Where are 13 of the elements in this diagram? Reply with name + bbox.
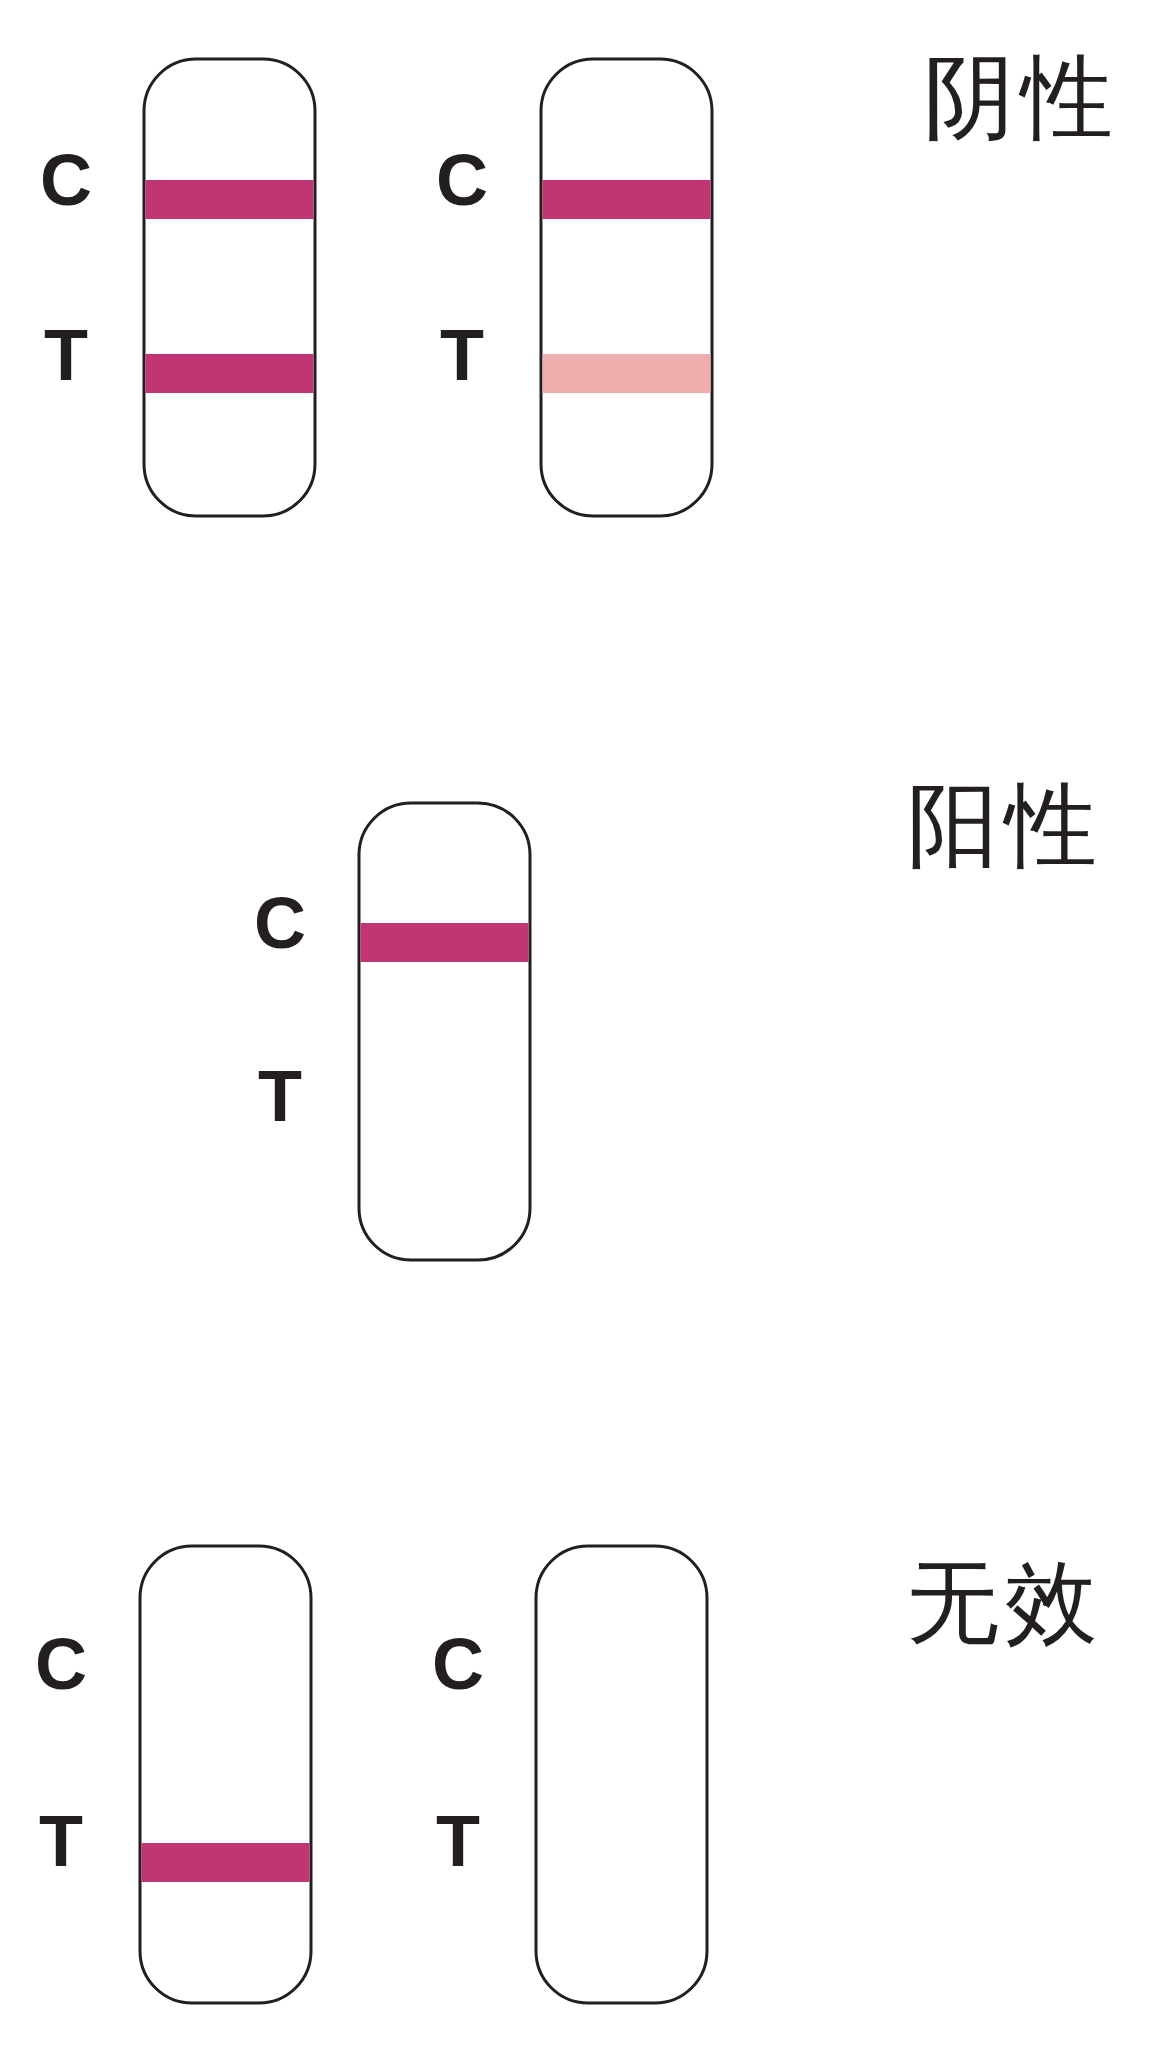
line-marker: T — [436, 1805, 480, 1877]
line-marker: C — [436, 144, 488, 216]
result-heading: 无效 — [907, 1557, 1103, 1649]
result-heading: 阴性 — [923, 52, 1119, 144]
line-marker: C — [432, 1628, 484, 1700]
line-marker: T — [258, 1060, 302, 1132]
line-marker: T — [44, 319, 88, 391]
line-marker: C — [254, 887, 306, 959]
result-heading: 阳性 — [907, 780, 1103, 872]
line-marker: T — [440, 319, 484, 391]
line-marker: C — [35, 1628, 87, 1700]
line-marker: T — [39, 1805, 83, 1877]
line-marker: C — [40, 144, 92, 216]
